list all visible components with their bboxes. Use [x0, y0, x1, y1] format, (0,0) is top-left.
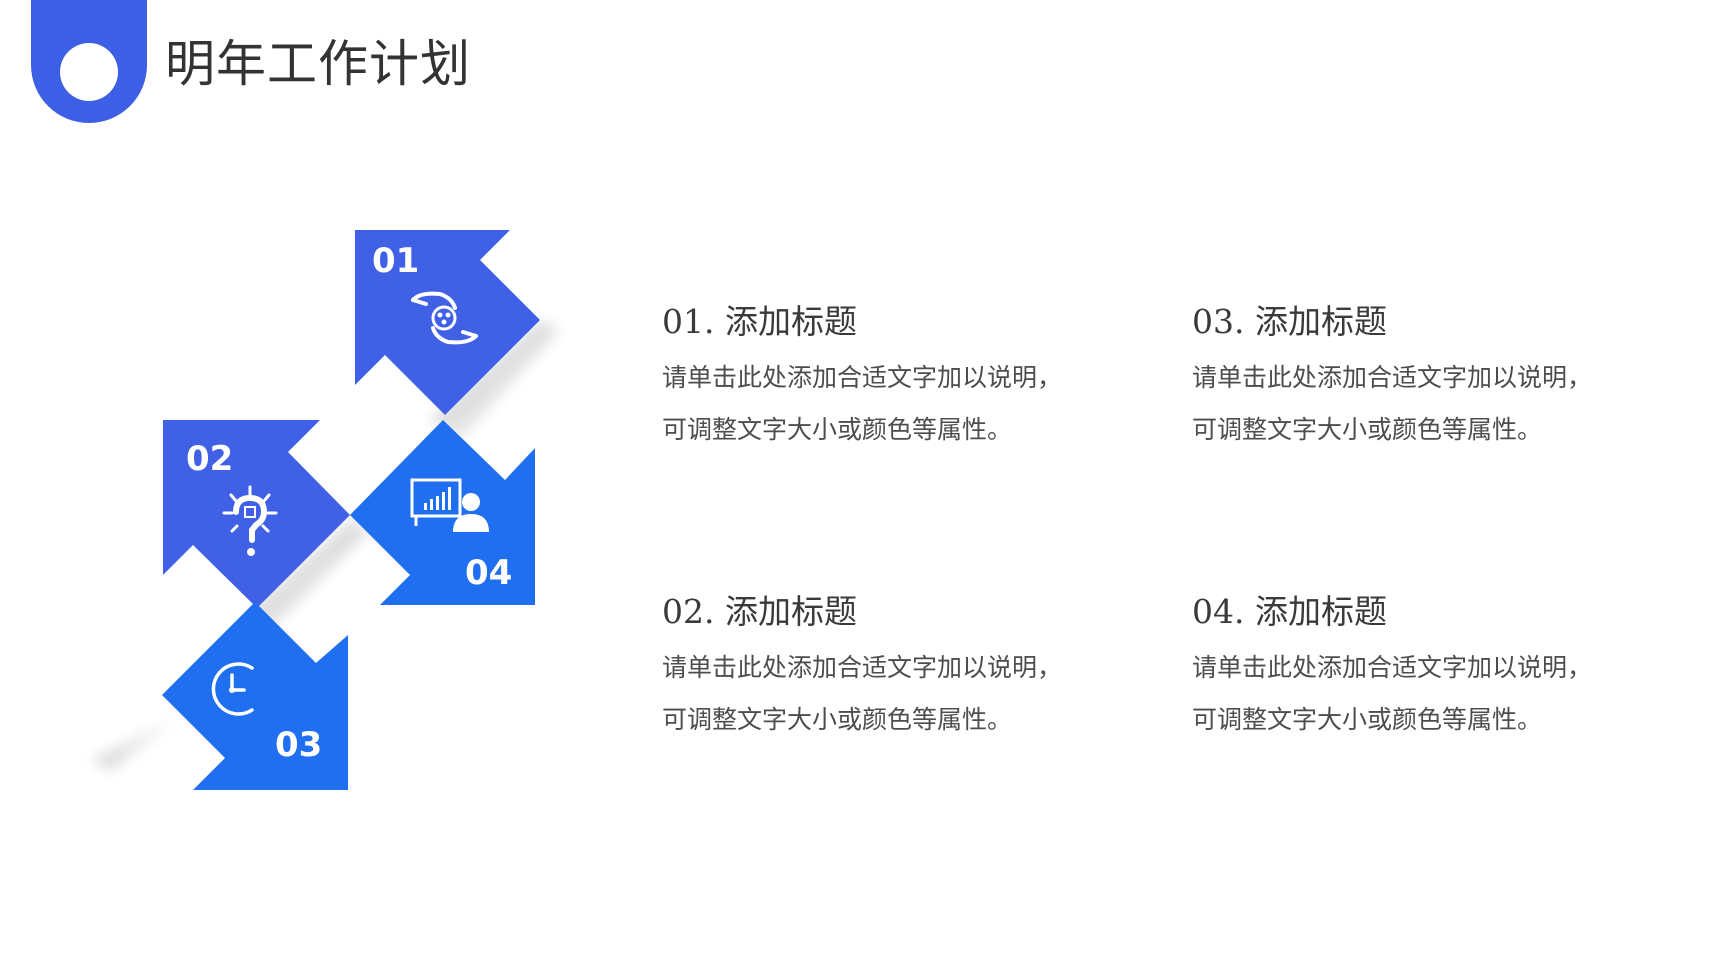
shadow-02 — [250, 520, 372, 630]
item-desc-line: 可调整文字大小或颜色等属性。 — [662, 705, 1013, 734]
item-description: 请单击此处添加合适文字加以说明， 可调整文字大小或颜色等属性。 — [1192, 352, 1662, 456]
item-01: 01. 添加标题 请单击此处添加合适文字加以说明， 可调整文字大小或颜色等属性。 — [662, 300, 1132, 456]
shadow-01 — [430, 320, 560, 440]
item-title: 03. 添加标题 — [1192, 302, 1387, 341]
clock-icon — [211, 662, 254, 716]
hands-people-icon — [411, 291, 478, 345]
lightbulb-question-icon — [222, 485, 278, 556]
item-desc-line: 请单击此处添加合适文字加以说明， — [662, 363, 1063, 392]
shadow-03 — [92, 690, 215, 770]
item-02: 02. 添加标题 请单击此处添加合适文字加以说明， 可调整文字大小或颜色等属性。 — [662, 590, 1132, 746]
step-04-arrow: 04 — [350, 420, 535, 605]
step-arrow-diagram: 01 02 04 — [92, 230, 560, 790]
step-03-arrow: 03 — [162, 602, 348, 790]
arrow-shape-02 — [163, 420, 350, 608]
item-desc-line: 请单击此处添加合适文字加以说明， — [1192, 653, 1593, 682]
logo-badge — [31, 0, 147, 123]
logo-hole — [60, 43, 118, 101]
presentation-chart-icon — [410, 478, 489, 532]
item-description: 请单击此处添加合适文字加以说明， 可调整文字大小或颜色等属性。 — [662, 352, 1132, 456]
item-desc-line: 请单击此处添加合适文字加以说明， — [662, 653, 1063, 682]
item-desc-line: 可调整文字大小或颜色等属性。 — [1192, 415, 1543, 444]
step-02-arrow: 02 — [163, 420, 350, 608]
step-01-arrow: 01 — [355, 230, 540, 415]
arrow-shape-01 — [355, 230, 540, 415]
item-title: 01. 添加标题 — [662, 302, 857, 341]
item-title: 04. 添加标题 — [1192, 592, 1387, 631]
item-title: 02. 添加标题 — [662, 592, 857, 631]
item-description: 请单击此处添加合适文字加以说明， 可调整文字大小或颜色等属性。 — [662, 642, 1132, 746]
item-04: 04. 添加标题 请单击此处添加合适文字加以说明， 可调整文字大小或颜色等属性。 — [1192, 590, 1662, 746]
step-number-04: 04 — [465, 553, 512, 593]
step-number-03: 03 — [275, 725, 322, 765]
step-number-01: 01 — [372, 241, 419, 281]
item-desc-line: 请单击此处添加合适文字加以说明， — [1192, 363, 1593, 392]
item-03: 03. 添加标题 请单击此处添加合适文字加以说明， 可调整文字大小或颜色等属性。 — [1192, 300, 1662, 456]
item-desc-line: 可调整文字大小或颜色等属性。 — [1192, 705, 1543, 734]
arrow-shape-03 — [162, 602, 348, 790]
item-description: 请单击此处添加合适文字加以说明， 可调整文字大小或颜色等属性。 — [1192, 642, 1662, 746]
arrow-shape-04 — [350, 420, 535, 605]
item-desc-line: 可调整文字大小或颜色等属性。 — [662, 415, 1013, 444]
page-title: 明年工作计划 — [165, 35, 471, 93]
step-number-02: 02 — [186, 439, 233, 479]
